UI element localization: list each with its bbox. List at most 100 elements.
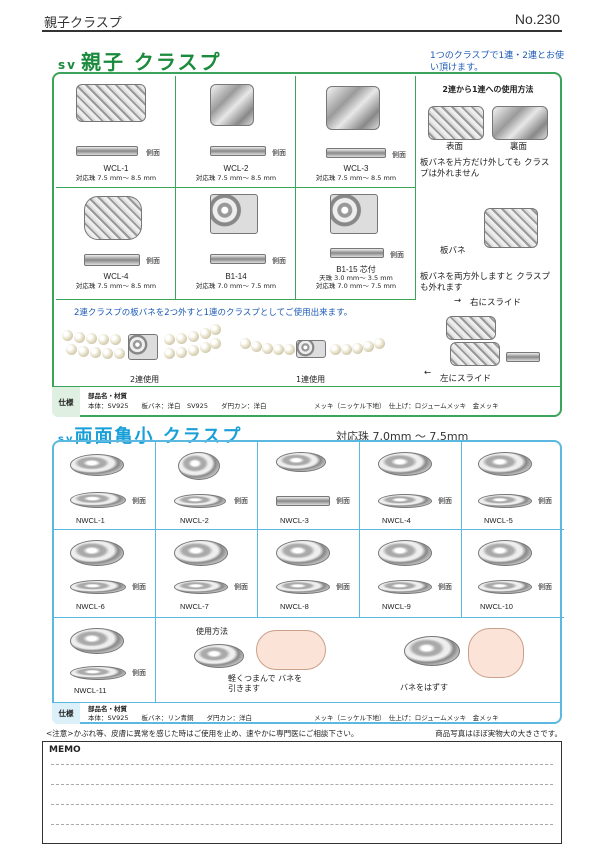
side-label: 側面 (538, 583, 552, 591)
spring-label: 板バネ (440, 246, 466, 256)
memo-line (51, 804, 553, 805)
two-strand-image (62, 320, 222, 368)
side-label: 側面 (538, 497, 552, 505)
product-cell-wcl-2: 側面 WCL-2 対応珠 7.5 mm～ 8.5 mm (176, 76, 296, 188)
usage-text-2: 板バネを両方外しますと クラスプも外れます (420, 272, 551, 293)
caution-text: <注意>かぶれ等、皮膚に異常を感じた時はご使用を止め、速やかに専門医にご相談下さ… (46, 729, 359, 738)
side-label: 側面 (390, 251, 404, 259)
product-code: NWCL-7 (180, 602, 209, 611)
side-view-image (478, 580, 532, 594)
spec-heading: 部品名・材質 (88, 705, 127, 713)
memo-title: MEMO (49, 745, 81, 755)
product-image (378, 540, 432, 566)
product-code: NWCL-8 (280, 602, 309, 611)
side-label: 側面 (234, 583, 248, 591)
product-image (276, 540, 330, 566)
page-title: 親子クラスプ (44, 16, 122, 31)
side-view-image (76, 146, 138, 156)
product-cell-nwcl-11: 側面 NWCL-11 (54, 618, 156, 702)
side-view-image (478, 494, 532, 508)
product-cell-nwcl-6: 側面 NWCL-6 (54, 530, 156, 618)
howto-release: バネをはずす (400, 683, 448, 692)
product-code: B1-15 芯付 (336, 265, 376, 274)
product-code: NWCL-5 (484, 516, 513, 525)
slide-image-1 (446, 316, 496, 340)
product-code: WCL-2 (223, 164, 249, 173)
side-label: 側面 (336, 497, 350, 505)
slide-left-label: 左にスライド (440, 374, 492, 384)
product-image (478, 540, 532, 566)
section1-spec: 仕様 部品名・材質 本体：SV925 板バネ：洋白 SV925 ダ円カン：洋白 … (52, 386, 562, 417)
section1-title-text: 親子 クラスプ (80, 50, 222, 74)
spec-heading: 部品名・材質 (88, 392, 127, 400)
product-image (210, 194, 258, 234)
product-image (70, 454, 124, 476)
product-cell-nwcl-5: 側面 NWCL-5 (462, 442, 564, 530)
side-view-image (378, 494, 432, 508)
side-view-image (326, 148, 386, 158)
howto-text: 軽くつまんで バネを引きます (228, 674, 303, 693)
product-size: 対応珠 7.5 mm～ 8.5 mm (195, 174, 277, 182)
product-code: WCL-1 (103, 164, 129, 173)
product-code: NWCL-11 (74, 686, 107, 695)
side-view-image (174, 494, 226, 508)
product-cell-nwcl-4: 側面 NWCL-4 (360, 442, 462, 530)
usage-title: 2連から1連への使用方法 (442, 85, 534, 94)
product-image (76, 84, 146, 122)
product-size: 対応珠 7.5 mm～ 8.5 mm (315, 174, 397, 182)
side-label: 側面 (272, 257, 286, 265)
product-size: 対応珠 7.5 mm～ 8.5 mm (75, 282, 157, 290)
product-code: NWCL-1 (76, 516, 105, 525)
howto-title: 使用方法 (196, 627, 228, 636)
howto-clasp-1 (194, 644, 244, 668)
product-image (174, 540, 228, 566)
spring-image (484, 208, 538, 248)
product-size-2: 対応珠 7.0 mm～ 7.5 mm (315, 282, 397, 290)
product-size: 天珠 3.0 mm～ 3.5 mm (319, 274, 393, 282)
slide-image-3 (506, 352, 540, 362)
spec-label: 仕様 (52, 387, 80, 417)
side-label: 側面 (438, 583, 452, 591)
side-view-image (70, 492, 126, 508)
one-strand-label: 1連使用 (296, 375, 326, 384)
product-code: NWCL-4 (382, 516, 411, 525)
product-size: 対応珠 7.5 mm～ 8.5 mm (75, 174, 157, 182)
memo-line (51, 784, 553, 785)
product-code: B1-14 (225, 272, 247, 281)
front-image (428, 106, 484, 140)
arrow-left-icon: ← (424, 368, 432, 378)
howto-clasp-2 (404, 636, 460, 666)
product-image (276, 452, 326, 472)
two-strand-label: 2連使用 (130, 375, 160, 384)
product-cell-nwcl-2: 側面 NWCL-2 (156, 442, 258, 530)
product-cell-nwcl-7: 側面 NWCL-7 (156, 530, 258, 618)
section1-note: 1つのクラスプで1連・2連とお使い頂けます。 (430, 51, 564, 73)
product-cell-nwcl-1: 側面 NWCL-1 (54, 442, 156, 530)
two-strand-note: 2連クラスプの板バネを2つ外すと1連のクラスプとしてご使用出来ます。 (74, 308, 353, 318)
product-code: WCL-3 (343, 164, 369, 173)
sv-mark: sv (58, 58, 77, 72)
product-code: NWCL-9 (382, 602, 411, 611)
side-label: 側面 (132, 497, 146, 505)
product-cell-nwcl-3: 側面 NWCL-3 (258, 442, 360, 530)
front-label: 表面 (446, 142, 464, 152)
arrow-right-icon: → (454, 296, 462, 306)
product-code: NWCL-10 (480, 602, 513, 611)
hand-icon (256, 630, 326, 670)
memo-line (51, 824, 553, 825)
page-number: No.230 (514, 11, 560, 27)
product-image (84, 196, 142, 240)
product-code: WCL-4 (103, 272, 129, 281)
one-strand-image (240, 336, 390, 360)
howto-illustration: 使用方法 軽くつまんで バネを引きます バネをはずす (164, 620, 554, 700)
product-cell-nwcl-8: 側面 NWCL-8 (258, 530, 360, 618)
hand-icon (468, 628, 524, 678)
product-image (210, 84, 254, 126)
side-label: 側面 (146, 257, 160, 265)
usage-text-1: 板バネを片方だけ外しても クラスプは外れません (420, 158, 550, 179)
side-view-image (210, 254, 266, 264)
side-view-image (70, 666, 126, 680)
section1-grid: 側面 WCL-1 対応珠 7.5 mm～ 8.5 mm 側面 WCL-2 対応珠… (56, 76, 416, 300)
section2-range: 対応珠 7.0mm ～ 7.5mm (336, 430, 469, 443)
spec-body: 本体：SV925 板バネ：リン青銅 ダ円カン：洋白 (88, 714, 252, 722)
